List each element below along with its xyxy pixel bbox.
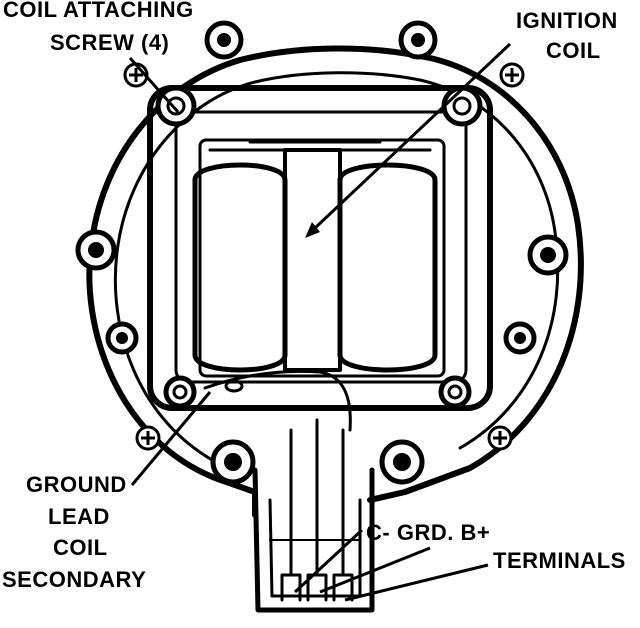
leader-ignition-coil xyxy=(313,42,512,230)
screw-boss xyxy=(503,321,537,355)
leader-lines xyxy=(128,42,512,602)
coil-top-band xyxy=(208,140,432,152)
coil-plate xyxy=(198,138,446,378)
screw-boss xyxy=(75,229,117,271)
label-coil: COIL xyxy=(546,38,601,63)
arrowhead-ignition-coil xyxy=(305,222,320,238)
screw-boss xyxy=(379,439,425,485)
cross-screw xyxy=(499,62,525,88)
label-ground: GROUND xyxy=(26,472,127,497)
screw-boss xyxy=(204,20,244,60)
coil-winding-right xyxy=(337,162,438,373)
cross-screw xyxy=(487,425,513,451)
screw-boss xyxy=(441,85,483,127)
screw-boss xyxy=(163,375,197,409)
screw-boss xyxy=(155,85,197,127)
ground-lead-terminal xyxy=(224,379,244,393)
leader-terminal-grd xyxy=(319,546,431,594)
screw-boss xyxy=(105,321,139,355)
label-coil-attaching: COIL ATTACHING xyxy=(3,0,194,22)
screw-boss xyxy=(398,20,438,60)
terminal-block-inner xyxy=(268,498,362,598)
leader-terminal-c xyxy=(293,528,364,594)
screw-boss xyxy=(527,234,569,276)
ground-lead-wire xyxy=(203,369,352,432)
label-terminals: TERMINALS xyxy=(493,548,626,573)
label-secondary: SECONDARY xyxy=(2,567,146,592)
coil-frame-inner xyxy=(174,110,468,384)
label-ignition: IGNITION xyxy=(516,8,618,33)
screw-boss xyxy=(210,439,256,485)
housing-inner-outline xyxy=(113,71,560,472)
label-screw-count: SCREW (4) xyxy=(50,30,169,55)
coil-frame-outer xyxy=(147,85,493,411)
leader-arrowheads xyxy=(305,222,320,238)
leader-terminal-bplus xyxy=(344,563,489,602)
label-terminal-pins: C- GRD. B+ xyxy=(366,520,490,545)
housing-outline xyxy=(86,45,584,518)
leader-coil-screw xyxy=(128,57,180,113)
terminal-block xyxy=(252,467,375,613)
screw-boss xyxy=(438,375,472,409)
label-coil-secondary-coil: COIL xyxy=(53,535,108,560)
label-lead: LEAD xyxy=(48,504,110,529)
leader-ground-lead xyxy=(130,391,212,486)
cross-screw xyxy=(135,425,161,451)
cross-screws xyxy=(123,62,525,451)
